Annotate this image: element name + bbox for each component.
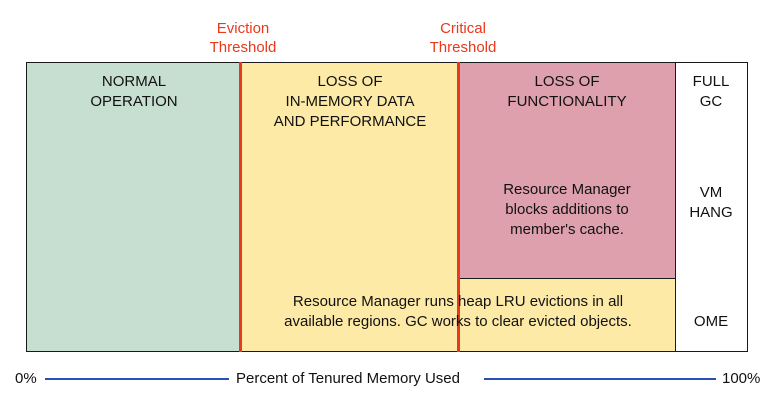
axis-start-label: 0% <box>15 370 37 387</box>
loss-of-functionality-zone <box>459 63 675 279</box>
blocks-additions-note: Resource Manager blocks additions to mem… <box>503 181 631 238</box>
loss-of-functionality-text: LOSS OF FUNCTIONALITY <box>507 73 627 110</box>
loss-of-data-text: LOSS OF IN-MEMORY DATA AND PERFORMANCE <box>273 73 427 130</box>
normal-operation-zone <box>27 63 241 351</box>
normal-operation-text: NORMAL OPERATION <box>90 73 178 110</box>
eviction-threshold-line <box>239 62 242 352</box>
axis-title: Percent of Tenured Memory Used <box>236 370 460 387</box>
axis-end-label: 100% <box>722 370 761 387</box>
axis-line-right <box>484 378 716 380</box>
ome-text: OME <box>693 313 729 330</box>
critical-threshold-label: Critical Threshold <box>429 20 497 56</box>
vm-hang-text: VM HANG <box>689 184 733 221</box>
axis-line-left <box>45 378 229 380</box>
critical-threshold-line <box>457 62 460 352</box>
gc-column <box>675 63 747 351</box>
full-gc-text: FULL GC <box>692 73 730 110</box>
eviction-threshold-label: Eviction Threshold <box>209 20 277 56</box>
heap-lru-evictions-note: Resource Manager runs heap LRU evictions… <box>284 293 632 330</box>
